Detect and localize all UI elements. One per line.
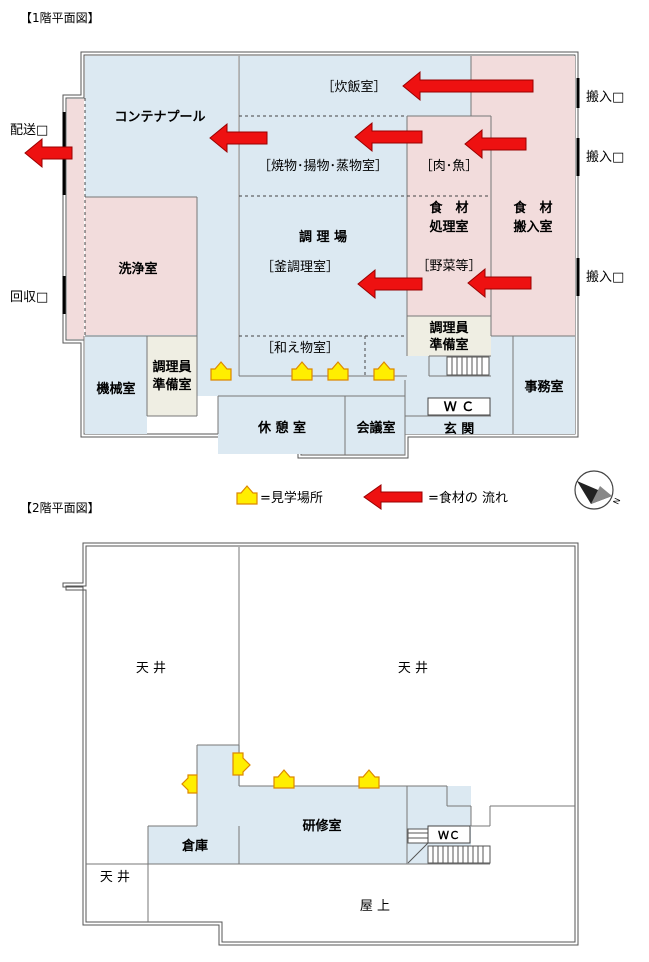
- tour-spot-marker-icon: [236, 485, 258, 505]
- collect-door-label: 回収□: [10, 290, 48, 305]
- tour-spot-marker-icon: [181, 774, 198, 794]
- floor2-plan: 【2階平面図】: [20, 500, 579, 946]
- processing-room-label-2: 処理室: [428, 219, 468, 235]
- prep-room-right-area: [407, 316, 491, 356]
- corridor-area: [197, 376, 429, 396]
- office-area: [491, 336, 575, 434]
- wc-label-floor2: ＷＣ: [438, 829, 460, 842]
- container-pool-label: コンテナプール: [114, 110, 205, 125]
- meeting-room-area: [345, 396, 405, 454]
- prep-room-right-label-2: 準備室: [429, 337, 468, 353]
- entrance-label: 玄 関: [444, 421, 475, 437]
- prep-room-right-label-1: 調理員: [429, 320, 468, 336]
- dressed-room-label: ［和え物室］: [261, 340, 339, 356]
- svg-text:N: N: [612, 497, 623, 506]
- food-flow-arrow-icon: [357, 268, 423, 300]
- floor2-heading: 【2階平面図】: [20, 500, 100, 515]
- carry-in-door-label-2: 搬入□: [586, 150, 624, 165]
- prep-room-left-area: [147, 336, 197, 416]
- tour-spot-marker-icon: [232, 752, 251, 776]
- ceiling-right-label: 天 井: [398, 661, 428, 676]
- food-flow-arrow-icon: [363, 484, 423, 510]
- washing-room-area: [85, 197, 197, 335]
- cooking-area-label: 調 理 場: [299, 229, 347, 245]
- meeting-room-label: 会議室: [356, 420, 395, 436]
- washing-room-label: 洗浄室: [118, 261, 157, 277]
- lounge-area: [218, 396, 345, 454]
- legend-food-flow-label: =食材の 流れ: [428, 490, 508, 506]
- kettle-room-label: ［釜調理室］: [261, 259, 339, 275]
- meat-fish-label: ［肉･魚］: [420, 159, 479, 174]
- tour-spot-marker-icon: [273, 769, 295, 789]
- carry-in-door-label-3: 搬入□: [586, 270, 624, 285]
- tour-spots-floor1: [210, 361, 395, 381]
- tour-spot-marker-icon: [358, 769, 380, 789]
- training-room-label: 研修室: [302, 818, 341, 834]
- food-flow-arrow-icon: [24, 137, 73, 169]
- doors-floor1: [62, 78, 580, 314]
- wc-room-floor2: [427, 825, 471, 844]
- storage-area: [148, 826, 239, 864]
- delivery-room-label-2: 搬入室: [513, 219, 552, 235]
- wc-room-floor1: [427, 397, 491, 416]
- floor2-outer-wall: [62, 542, 579, 946]
- prep-room-left-label-1: 調理員: [152, 359, 191, 375]
- processing-room-label-1: 食 材: [429, 200, 468, 216]
- wc-label-floor1: Ｗ Ｃ: [444, 400, 475, 415]
- food-flow-arrow-icon: [467, 267, 532, 299]
- prep-room-left-label-2: 準備室: [152, 377, 191, 393]
- food-flow-arrow-icon: [402, 70, 534, 102]
- office-label: 事務室: [524, 379, 563, 395]
- dispatch-door-label: 配送□: [10, 123, 48, 138]
- tour-spots-floor2: [181, 752, 380, 794]
- floor1-dashed-partitions: [84, 98, 491, 376]
- food-flow-arrows: [24, 70, 534, 300]
- grill-room-label: ［焼物･揚物･蒸物室］: [258, 158, 388, 174]
- delivery-room-label-1: 食 材: [513, 200, 552, 216]
- food-flow-arrow-icon: [354, 121, 423, 153]
- tour-spot-marker-icon: [210, 361, 232, 381]
- floor1-plan: 【1階平面図】 コンテナプール 洗浄室 機械室 調理員 準備室 ［炊飯室］ ［焼…: [10, 10, 624, 459]
- stairs-floor1: [446, 356, 490, 376]
- floor1-interior-walls: [83, 56, 575, 455]
- tour-spot-marker-icon: [291, 361, 313, 381]
- food-flow-arrow-icon: [464, 128, 527, 160]
- machine-room-area: [85, 336, 147, 434]
- floor2-interior-walls: [86, 547, 575, 922]
- compass-icon: N: [574, 470, 623, 510]
- food-flow-arrow-icon: [209, 122, 268, 154]
- ceiling-left-label: 天 井: [136, 661, 166, 676]
- tour-spot-marker-icon: [327, 361, 349, 381]
- floor1-heading: 【1階平面図】: [20, 10, 100, 25]
- legend: =見学場所 =食材の 流れ N: [236, 470, 623, 510]
- machine-room-label: 機械室: [96, 381, 135, 397]
- carry-in-door-label-1: 搬入□: [586, 90, 624, 105]
- tour-spot-marker-icon: [373, 361, 395, 381]
- rice-room-label: ［炊飯室］: [321, 79, 386, 95]
- ceiling-bottom-label: 天 井: [100, 870, 130, 885]
- vegetable-label: ［野菜等］: [416, 258, 481, 274]
- dispatch-corridor: [67, 99, 84, 339]
- legend-tour-spot-label: =見学場所: [260, 490, 323, 506]
- storage-room-label: 倉庫: [181, 838, 208, 854]
- lounge-label: 休 憩 室: [257, 420, 306, 436]
- floor2-inner-wall: [65, 545, 576, 943]
- rooftop-label: 屋 上: [360, 899, 390, 914]
